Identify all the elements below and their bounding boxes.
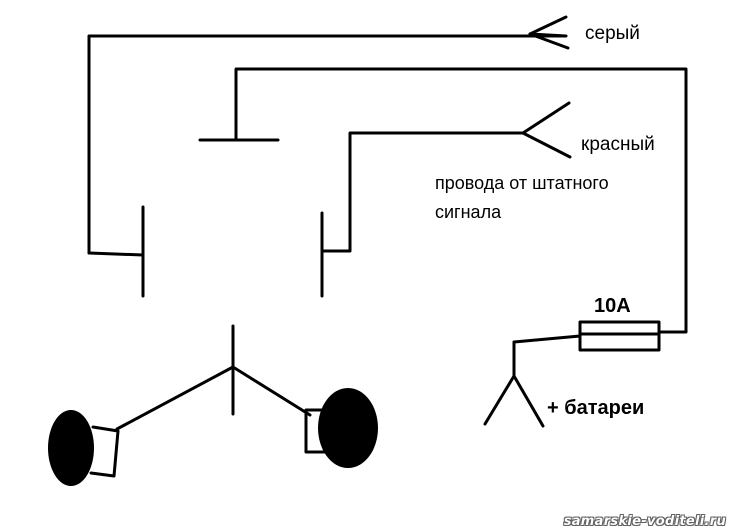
source-wires-label-line2: сигнала <box>435 202 502 222</box>
left-horn <box>48 410 94 486</box>
left-contact-lead <box>87 251 145 257</box>
gray-wire-connector <box>528 15 570 50</box>
gray-wire-line <box>87 32 568 255</box>
watermark: samarskie-voditeli.ru <box>563 514 726 529</box>
battery-feed-line <box>512 334 582 378</box>
red-wire-connector <box>521 101 572 159</box>
gray-wire-label: серый <box>585 23 640 44</box>
battery-label: + батареи <box>547 397 645 419</box>
left-horn-bracket <box>89 425 120 478</box>
fuse-label: 10А <box>594 295 631 317</box>
horn-wire-right <box>231 365 312 417</box>
horn-wire-left <box>115 365 235 431</box>
fuse-body <box>578 320 661 352</box>
red-wire-label: красный <box>581 134 655 155</box>
red-wire-line <box>326 131 525 253</box>
right-horn <box>318 388 378 468</box>
battery-terminal <box>483 374 545 428</box>
power-feed-line <box>234 67 688 334</box>
source-wires-label-line1: провода от штатного <box>435 173 609 193</box>
